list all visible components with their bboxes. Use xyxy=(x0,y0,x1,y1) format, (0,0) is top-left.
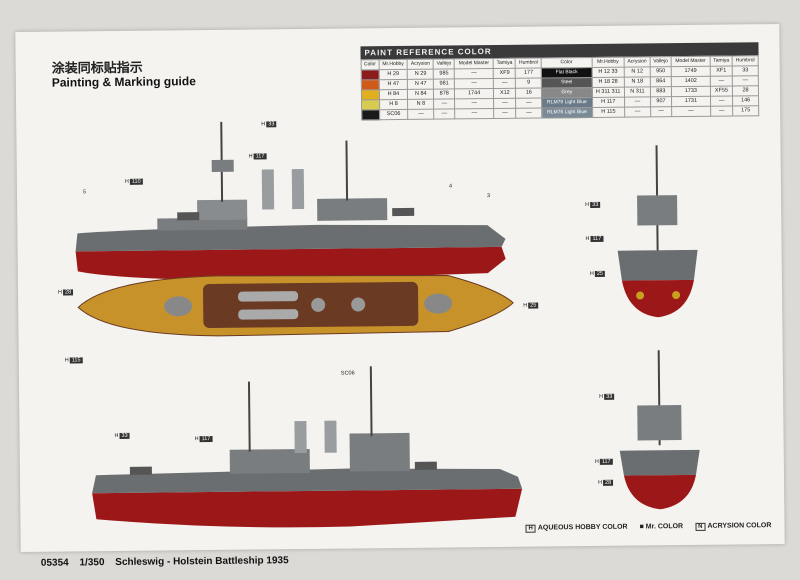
stern-view xyxy=(619,350,700,510)
paint-callout: 5 xyxy=(82,189,87,196)
paint-callout: SC06 xyxy=(340,370,355,377)
kit-name: Schleswig - Holstein Battleship 1935 xyxy=(115,555,289,568)
kit-scale: 1/350 xyxy=(79,557,105,569)
side-profile-port xyxy=(92,366,523,528)
kit-code: 05354 xyxy=(40,557,69,569)
instruction-sheet: 涂装同标贴指示 Painting & Marking guide PAINT R… xyxy=(15,24,785,569)
kit-footer: 05354 1/350 Schleswig - Holstein Battles… xyxy=(41,555,297,569)
paint-callout: 3 xyxy=(487,193,491,200)
ship-drawings xyxy=(75,121,700,528)
bow-view xyxy=(617,145,698,318)
paint-callout: 4 xyxy=(448,183,453,190)
side-profile-starboard xyxy=(75,121,506,280)
legend-mr-color: ■ Mr. COLOR xyxy=(639,523,684,531)
top-plan-view xyxy=(77,274,514,337)
